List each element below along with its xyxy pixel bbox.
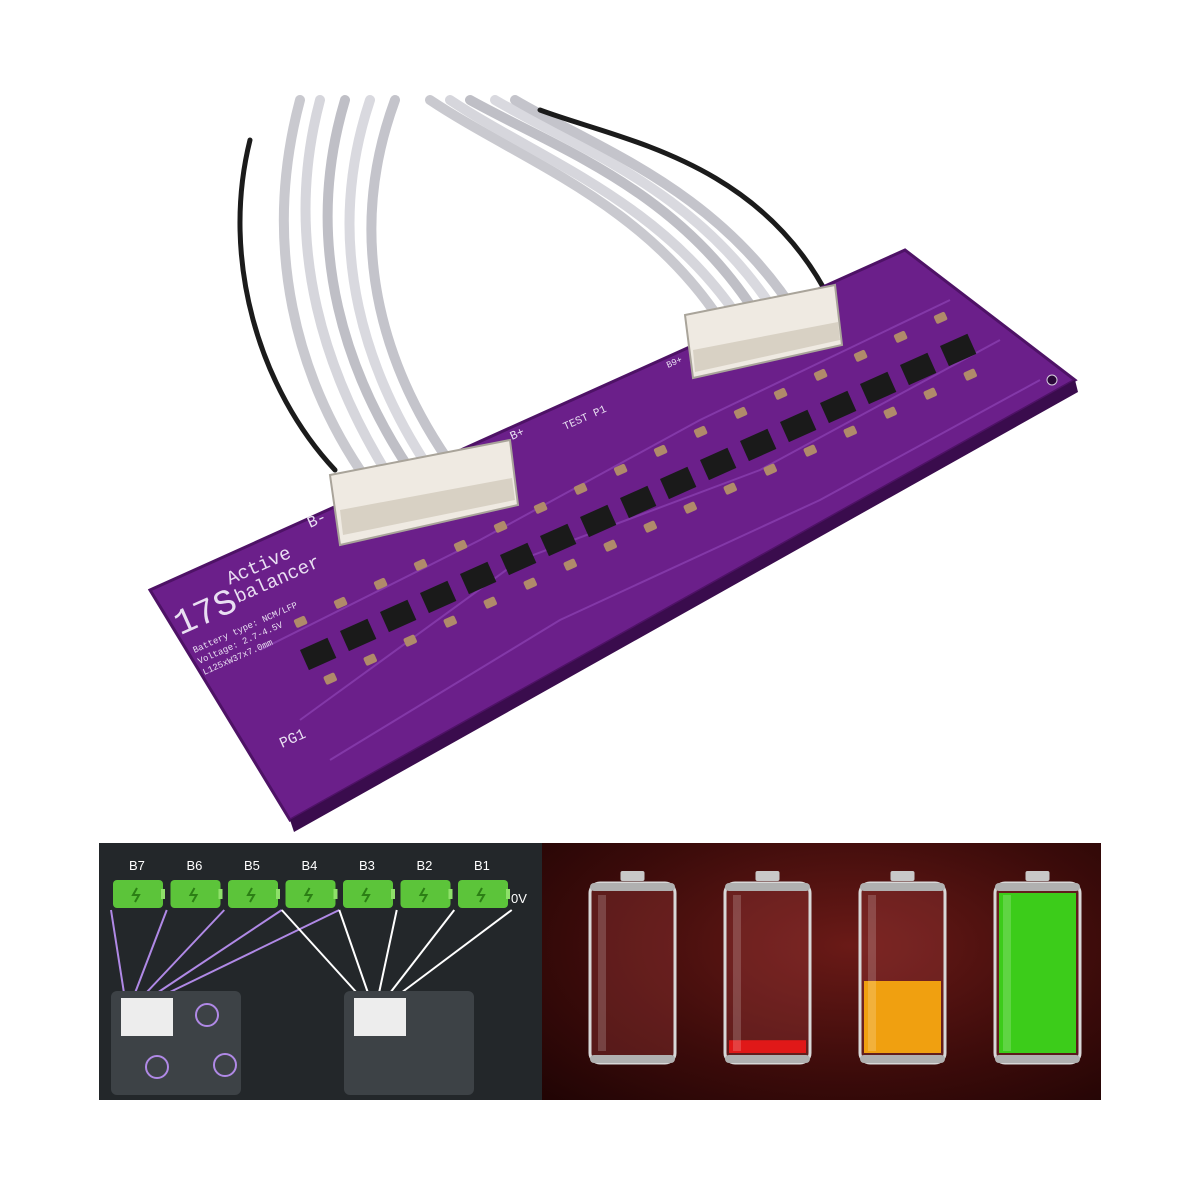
battery-fill [729, 1040, 806, 1053]
arrow-right [378, 909, 398, 994]
bottom-panel: B7 B6 B5 B4 B3 B2 B1 0V [99, 843, 1101, 1100]
cell-label: B6 [187, 858, 203, 873]
module-right [344, 991, 474, 1095]
chip [813, 368, 857, 438]
battery-group [588, 871, 1082, 1065]
chip [613, 463, 657, 533]
chip [893, 330, 937, 400]
right-connector [683, 283, 844, 380]
battery-fill [999, 893, 1076, 1053]
battery-4 [993, 871, 1082, 1065]
chip [573, 482, 617, 552]
arrow-left [156, 909, 283, 994]
cell-b2: B2 [400, 858, 453, 908]
battery-1 [588, 871, 677, 1065]
connection-arrows [110, 909, 513, 994]
chip [373, 577, 417, 647]
wire-bundle [237, 95, 833, 475]
pcb-board-edge [290, 380, 1078, 832]
arrow-left [145, 909, 225, 994]
balancing-diagram: B7 B6 B5 B4 B3 B2 B1 0V [99, 843, 542, 1100]
chip [933, 311, 977, 381]
arrow-left [167, 909, 340, 994]
chip [453, 539, 497, 609]
left-connector [328, 438, 520, 547]
ground-label: 0V [511, 891, 527, 906]
arrow-left [134, 909, 168, 994]
chip [733, 406, 777, 476]
chip [653, 444, 697, 514]
cell-b5: B5 [228, 858, 280, 908]
chip [293, 615, 337, 685]
arrow-right [338, 909, 369, 994]
chip [493, 520, 537, 590]
module-left [111, 991, 241, 1095]
chip [533, 501, 577, 571]
chip [773, 387, 817, 457]
arrow-right [400, 909, 513, 994]
chip [413, 558, 457, 628]
cell-b6: B6 [170, 858, 223, 908]
cell-b1: B1 [458, 858, 510, 908]
chip [853, 349, 897, 419]
cell-label: B1 [474, 858, 490, 873]
battery-levels-panel [542, 843, 1101, 1100]
cell-label: B5 [244, 858, 260, 873]
cell-label: B7 [129, 858, 145, 873]
arrow-right [389, 909, 456, 994]
cell-b4: B4 [285, 858, 338, 908]
mounting-hole [1046, 374, 1058, 386]
battery-3 [858, 871, 947, 1065]
cell-b3: B3 [343, 858, 395, 908]
cell-b7: B7 [113, 858, 165, 908]
cell-label: B4 [302, 858, 318, 873]
cell-label: B2 [417, 858, 433, 873]
pcb-photo: 17S Active balancer Battery type: NCM/LF… [147, 95, 1078, 832]
cell-row: B7 B6 B5 B4 B3 B2 B1 [113, 858, 510, 908]
pcb-b-plus: B+ [508, 425, 527, 444]
chip-row [293, 311, 977, 685]
chip [333, 596, 377, 666]
chip [693, 425, 737, 495]
battery-fill [864, 981, 941, 1053]
arrow-right [281, 909, 358, 994]
cell-label: B3 [359, 858, 375, 873]
battery-2 [723, 871, 812, 1065]
arrow-left [110, 909, 125, 994]
